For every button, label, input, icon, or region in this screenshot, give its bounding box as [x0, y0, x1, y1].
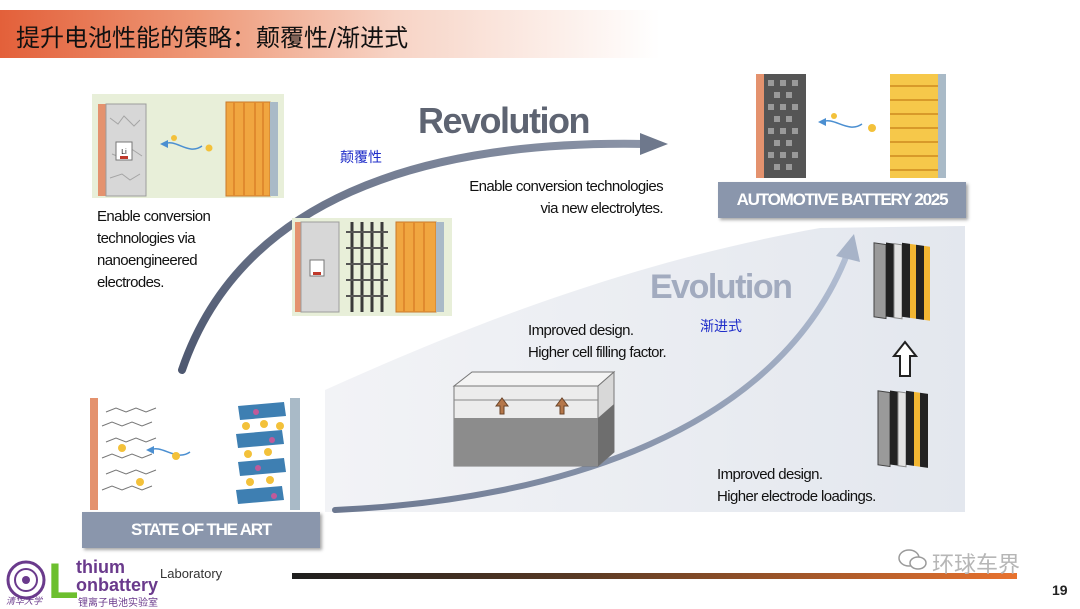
lab-logo-initial: L [48, 553, 79, 609]
conversion-cell-mesh-illustration [295, 221, 444, 313]
university-name-cn: 清华大学 [6, 597, 43, 607]
revolution-cn-label: 颠覆性 [340, 150, 382, 166]
note-nanoengineered-electrodes: Enable conversion technologies via nanoe… [97, 208, 211, 291]
pouch-cell-stack-bottom [872, 386, 944, 478]
automotive-battery-illustration [752, 72, 948, 182]
lab-logo-line2: onbattery [76, 575, 159, 595]
pouch-cell-stack-top [868, 238, 940, 330]
conversion-cell-electrodes-illustration: Li [98, 101, 278, 197]
evolution-cn-label: 渐进式 [700, 319, 742, 335]
automotive-battery-label: AUTOMOTIVE BATTERY 2025 [718, 182, 966, 218]
lab-logo-laboratory: Laboratory [160, 566, 223, 581]
title-bar [0, 10, 660, 58]
watermark-text: 环球车界 [932, 553, 1021, 578]
state-of-art-label: STATE OF THE ART [82, 512, 320, 548]
slide-title: 提升电池性能的策略：颠覆性/渐进式 [16, 24, 409, 52]
state-of-art-cell-illustration [88, 394, 310, 512]
conversion-cell-mesh-panel [292, 218, 452, 316]
conversion-cell-electrodes-panel: Li [92, 94, 284, 198]
evolution-heading: Evolution [650, 268, 793, 306]
up-arrow-icon [892, 340, 918, 377]
cell-container-illustration [452, 368, 616, 470]
page-number: 19 [1052, 582, 1068, 598]
lab-logo-cn: 锂离子电池实验室 [78, 598, 158, 609]
note-new-electrolytes: Enable conversion technologies via new e… [469, 178, 663, 217]
note-cell-filling-factor: Improved design. Higher cell filling fac… [528, 322, 667, 361]
cell-li-label: Li [121, 149, 127, 156]
footer-divider [292, 573, 1017, 579]
wechat-icon [898, 549, 927, 570]
lab-logo-line1: thium [76, 557, 125, 577]
revolution-heading: Revolution [418, 100, 591, 141]
note-electrode-loadings: Improved design. Higher electrode loadin… [717, 466, 876, 505]
university-seal-icon [6, 560, 46, 600]
